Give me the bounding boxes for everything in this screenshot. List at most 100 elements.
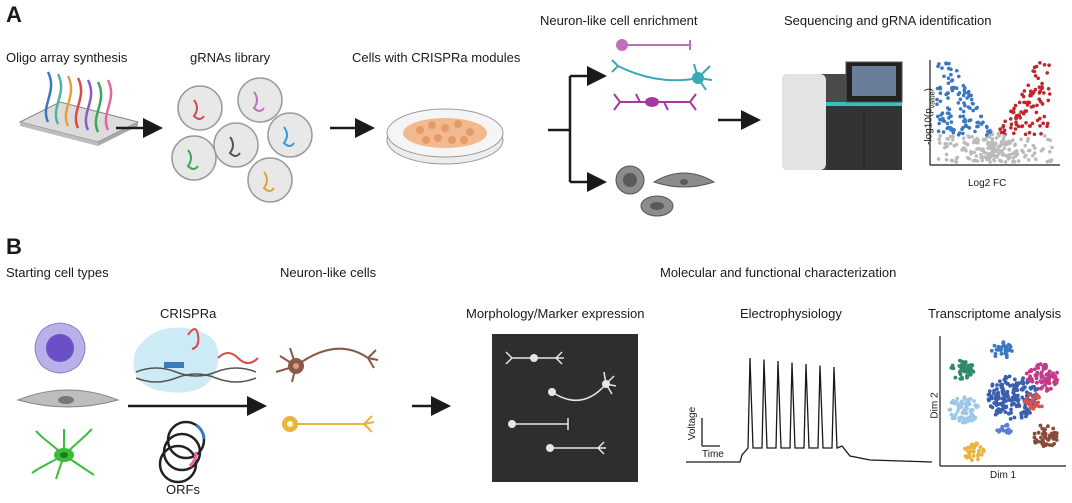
- volcano-point: [1035, 103, 1039, 108]
- volcano-point: [1009, 109, 1014, 114]
- umap-point: [1000, 402, 1005, 406]
- volcano-point: [1029, 89, 1033, 94]
- umap-point: [972, 416, 977, 421]
- umap-point: [965, 374, 970, 379]
- volcano-point: [1009, 125, 1013, 130]
- volcano-point: [947, 61, 951, 66]
- umap-point: [962, 416, 967, 421]
- umap-point: [1020, 395, 1025, 400]
- ephys-label: Electrophysiology: [740, 306, 842, 321]
- umap-point: [1053, 434, 1057, 439]
- umap-point: [969, 445, 973, 450]
- umap-point: [964, 366, 969, 371]
- umap-point: [962, 410, 967, 415]
- volcano-point: [1041, 121, 1045, 126]
- volcano-point: [965, 96, 969, 100]
- volcano-point: [942, 145, 947, 150]
- volcano-point: [936, 114, 940, 119]
- umap-point: [1032, 431, 1037, 436]
- umap-point: [969, 363, 973, 367]
- volcano-point: [1017, 114, 1022, 119]
- volcano-point: [1032, 151, 1037, 155]
- umap-point: [1043, 431, 1048, 436]
- volcano-point: [954, 86, 959, 90]
- umap-point: [1029, 369, 1034, 373]
- volcano-point: [978, 147, 982, 151]
- volcano-point: [1042, 91, 1046, 95]
- umap-point: [1051, 426, 1056, 431]
- oligo-label: Oligo array synthesis: [6, 50, 128, 65]
- volcano-point: [937, 137, 941, 142]
- volcano-point: [951, 137, 955, 142]
- umap-point: [1027, 393, 1032, 397]
- volcano-point: [1049, 158, 1054, 162]
- umap-point: [1003, 410, 1008, 414]
- umap-point: [1019, 380, 1024, 385]
- umap-point: [1023, 385, 1027, 390]
- umap-point: [1026, 409, 1031, 414]
- umap-point: [1005, 423, 1010, 428]
- volcano-point: [1046, 87, 1051, 91]
- volcano-point: [956, 101, 961, 105]
- volcano-point: [972, 150, 976, 155]
- umap-point: [1046, 438, 1051, 442]
- volcano-point: [944, 157, 949, 162]
- volcano-point: [1047, 63, 1051, 67]
- volcano-point: [946, 137, 950, 141]
- volcano-point: [988, 160, 992, 164]
- library-label: gRNAs library: [190, 50, 271, 65]
- neuron-like-cells: [275, 347, 379, 433]
- volcano-point: [1000, 149, 1004, 153]
- umap-point: [1046, 375, 1051, 379]
- umap-point: [958, 402, 962, 407]
- volcano-point: [986, 140, 991, 145]
- characterization-label: Molecular and functional characterizatio…: [660, 265, 897, 280]
- volcano-point: [937, 62, 941, 66]
- volcano-point: [1012, 160, 1017, 164]
- volcano-point: [971, 108, 975, 113]
- volcano-point: [997, 158, 1002, 163]
- umap-point: [987, 398, 991, 403]
- umap-point: [1007, 374, 1012, 379]
- umap-point: [1033, 373, 1038, 378]
- volcano-point: [998, 127, 1002, 131]
- starting-label: Starting cell types: [6, 265, 109, 280]
- umap-point: [1000, 407, 1005, 412]
- umap-point: [1032, 435, 1037, 440]
- volcano-point: [1013, 127, 1018, 131]
- volcano-point: [1016, 124, 1021, 129]
- volcano-point: [990, 141, 995, 145]
- umap-point: [1000, 424, 1005, 429]
- umap-point: [962, 397, 967, 401]
- volcano-point: [1003, 160, 1008, 164]
- volcano-point: [1019, 110, 1023, 114]
- umap-point: [995, 383, 999, 387]
- umap-point: [1034, 380, 1039, 385]
- umap-point: [1052, 441, 1056, 446]
- umap-point: [1003, 380, 1008, 385]
- umap-point: [1035, 364, 1039, 368]
- volcano-point: [957, 74, 961, 79]
- umap-point: [1047, 443, 1052, 447]
- volcano-point: [979, 152, 983, 157]
- volcano-point: [936, 129, 941, 133]
- umap-point: [1024, 412, 1029, 417]
- volcano-point: [1014, 115, 1018, 120]
- volcano-point: [1046, 98, 1051, 103]
- volcano-point: [946, 96, 950, 100]
- umap-point: [950, 363, 955, 368]
- volcano-point: [957, 131, 962, 135]
- volcano-point: [1027, 124, 1032, 128]
- umap-point: [971, 454, 976, 458]
- volcano-point: [949, 72, 953, 77]
- umap-point: [1009, 429, 1013, 434]
- volcano-point: [966, 105, 971, 109]
- grna-library-icon: [171, 77, 313, 203]
- umap-point: [1030, 398, 1035, 402]
- volcano-point: [1023, 143, 1027, 148]
- volcano-point: [955, 68, 959, 73]
- umap-point: [1031, 406, 1036, 411]
- umap-point: [972, 399, 976, 403]
- volcano-point: [1001, 123, 1006, 128]
- umap-point: [956, 406, 961, 411]
